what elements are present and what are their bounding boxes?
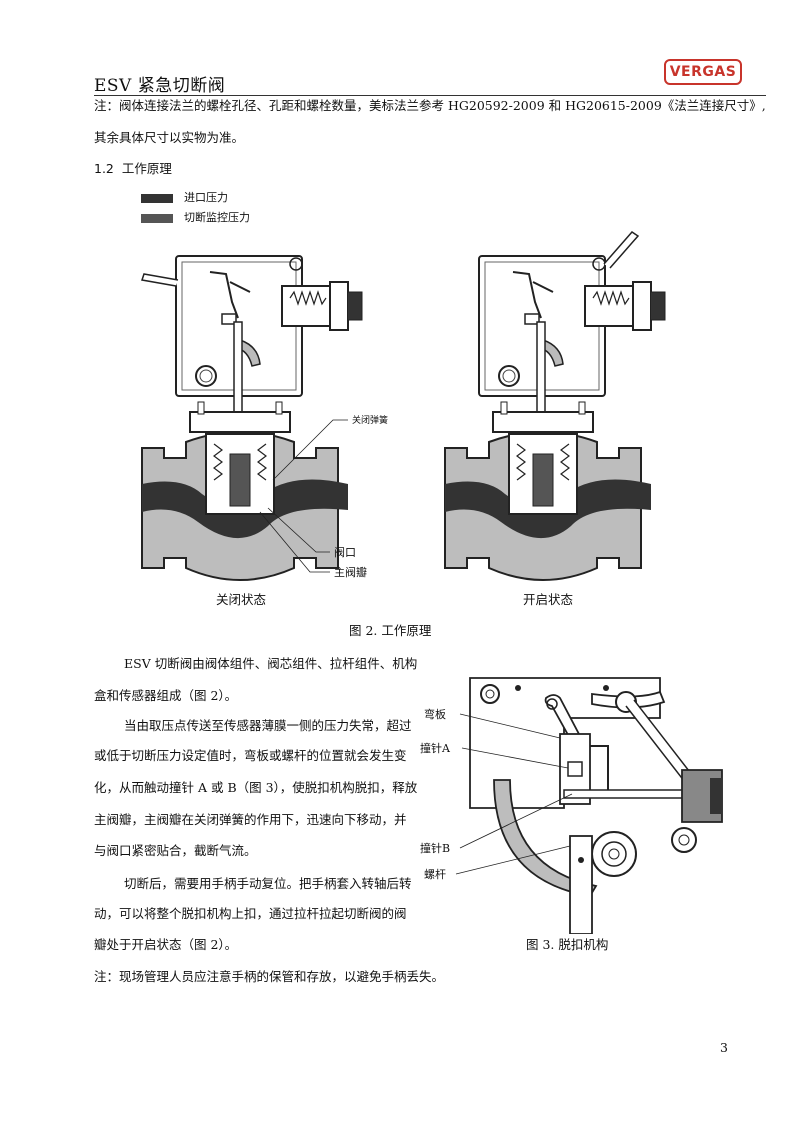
callout-screw-rod: 螺杆 bbox=[424, 867, 446, 881]
callout-main-disc: 主阀瓣 bbox=[334, 565, 367, 579]
header-rule bbox=[94, 95, 766, 96]
section-number: 1.2 bbox=[94, 161, 114, 176]
callout-striker-b: 撞针B bbox=[420, 841, 450, 855]
logo-text: VERGAS bbox=[669, 64, 737, 80]
figure2-valve-diagram: 关闭弹簧 阀口 主阀瓣 bbox=[141, 231, 666, 581]
body-line-2: 盒和传感器组成（图 2）。 bbox=[94, 688, 238, 703]
section-title: 工作原理 bbox=[121, 161, 172, 176]
legend-label-monitor: 切断监控压力 bbox=[184, 211, 250, 224]
body-line-4: 或低于切断压力设定值时，弯板或螺杆的位置就会发生变 bbox=[94, 748, 407, 763]
document-title: ESV 紧急切断阀 bbox=[94, 76, 226, 96]
body-line-8: 切断后，需要用手柄手动复位。把手柄套入转轴后转 bbox=[124, 876, 412, 891]
callout-valve-port: 阀口 bbox=[334, 545, 356, 559]
figure2-label-open: 开启状态 bbox=[523, 592, 574, 607]
note-top-line2: 其余具体尺寸以实物为准。 bbox=[94, 130, 245, 145]
body-line-1: ESV 切断阀由阀体组件、阀芯组件、拉杆组件、机构 bbox=[124, 656, 418, 671]
body-line-3: 当由取压点传送至传感器薄膜一侧的压力失常，超过 bbox=[124, 718, 412, 733]
note-bottom: 注：现场管理人员应注意手柄的保管和存放，以避免手柄丢失。 bbox=[94, 969, 445, 984]
callout-bent-plate: 弯板 bbox=[424, 707, 446, 721]
legend-swatch-inlet bbox=[141, 194, 173, 203]
callout-closing-spring: 关闭弹簧 bbox=[352, 414, 388, 426]
body-line-9: 动，可以将整个脱扣机构上扣，通过拉杆拉起切断阀的阀 bbox=[94, 906, 407, 921]
figure3-trip-mechanism-diagram: 弯板 撞针A 撞针B 螺杆 bbox=[420, 676, 726, 934]
body-line-6: 主阀瓣，主阀瓣在关闭弹簧的作用下，迅速向下移动，并 bbox=[94, 812, 407, 827]
vergas-logo: VERGAS bbox=[664, 59, 742, 85]
body-line-7: 与阀口紧密贴合，截断气流。 bbox=[94, 843, 257, 858]
figure3-caption: 图 3. 脱扣机构 bbox=[526, 937, 609, 952]
legend-label-inlet: 进口压力 bbox=[184, 191, 228, 204]
page-number: 3 bbox=[720, 1040, 728, 1055]
callout-striker-a: 撞针A bbox=[420, 741, 451, 755]
body-line-10: 瓣处于开启状态（图 2）。 bbox=[94, 937, 238, 952]
note-top-line1: 注：阀体连接法兰的螺栓孔径、孔距和螺栓数量，美标法兰参考 HG20592-200… bbox=[94, 98, 766, 113]
figure2-caption: 图 2. 工作原理 bbox=[349, 623, 432, 638]
section-heading: 1.2 工作原理 bbox=[94, 161, 172, 177]
legend-swatch-monitor bbox=[141, 214, 173, 223]
figure2-label-closed: 关闭状态 bbox=[216, 592, 267, 607]
body-line-5: 化，从而触动撞针 A 或 B（图 3），使脱扣机构脱扣，释放 bbox=[94, 780, 418, 795]
